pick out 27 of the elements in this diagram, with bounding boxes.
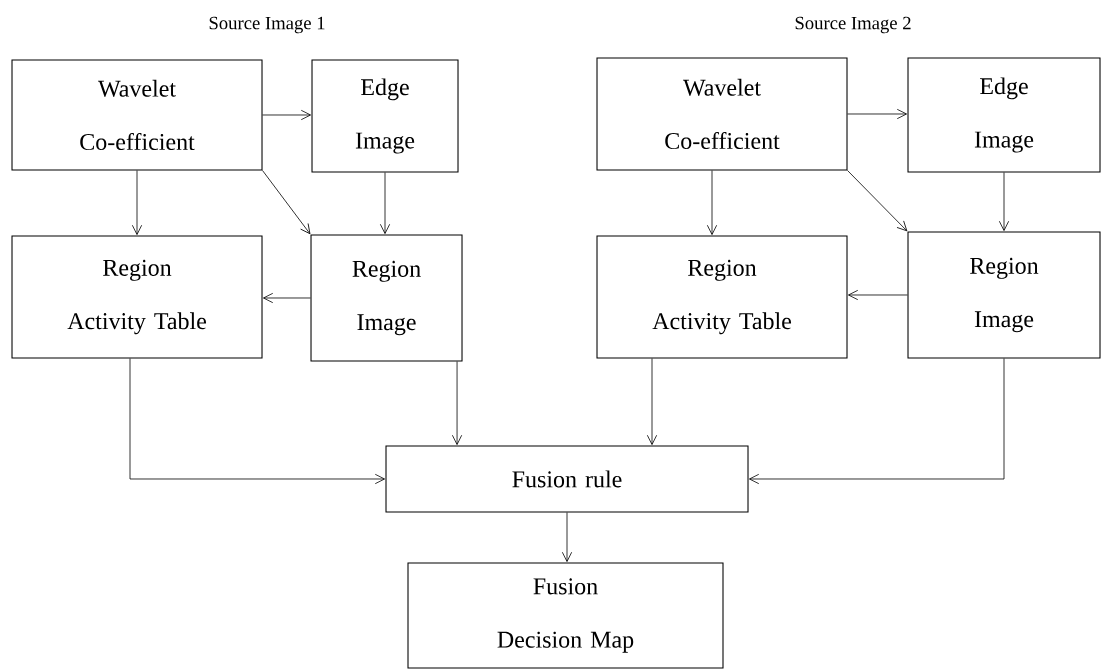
process-box: Region Activity Table	[596, 235, 848, 359]
process-box: Fusion rule	[385, 445, 749, 513]
arrow	[848, 289, 908, 301]
arrow	[706, 170, 718, 235]
arrow	[131, 170, 143, 235]
arrow	[262, 109, 311, 121]
process-box: Edge Image	[311, 59, 459, 173]
arrow	[749, 358, 1005, 485]
process-box: Fusion Decision Map	[407, 562, 724, 669]
heading-label: Source Image 2	[795, 16, 911, 34]
arrow	[452, 361, 463, 445]
process-box: Wavelet Co-efficient	[596, 57, 848, 171]
arrow	[847, 170, 908, 232]
process-box: Region Image	[907, 231, 1101, 359]
process-box: Wavelet Co-efficient	[11, 59, 263, 171]
process-box: Region Activity Table	[11, 235, 263, 359]
arrow	[646, 358, 658, 445]
arrow	[263, 292, 311, 304]
arrow	[998, 172, 1010, 231]
process-box: Region Image	[310, 234, 463, 362]
arrow	[561, 512, 573, 562]
process-box: Edge Image	[907, 57, 1101, 173]
arrow	[262, 170, 311, 235]
arrow	[129, 358, 385, 485]
arrow	[847, 108, 907, 120]
heading-label: Source Image 1	[209, 16, 325, 34]
arrow	[379, 172, 391, 234]
